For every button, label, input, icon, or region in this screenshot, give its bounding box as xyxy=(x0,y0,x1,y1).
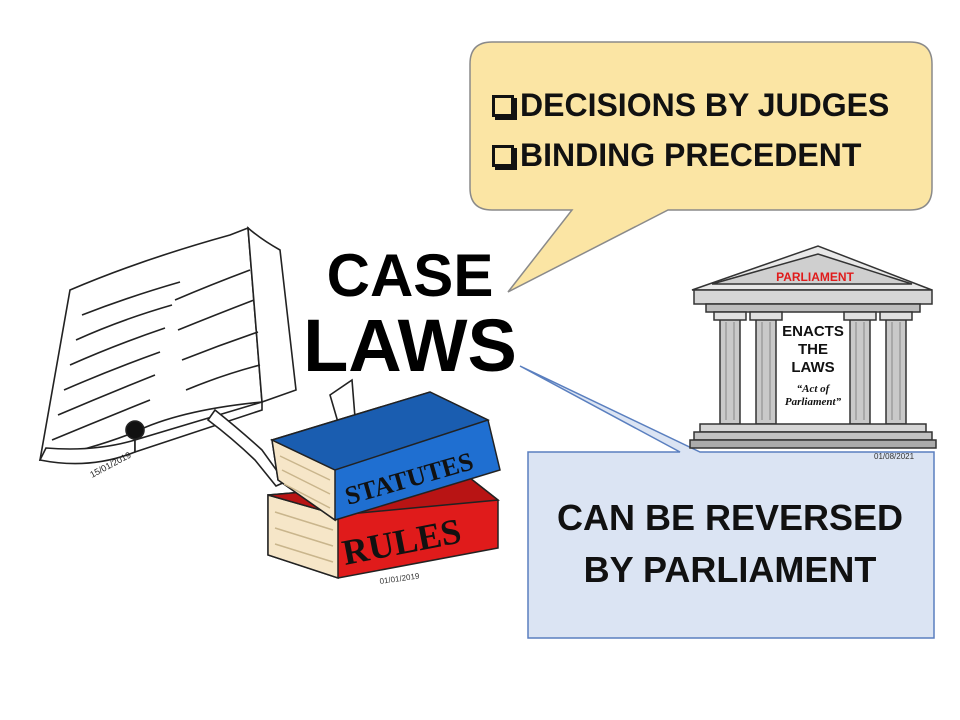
open-book-illustration xyxy=(38,226,357,487)
callout-bottom-text: CAN BE REVERSED BY PARLIAMENT xyxy=(530,492,930,596)
callout-bottom-line-1: CAN BE REVERSED xyxy=(556,497,904,538)
callout-top-item: BINDING PRECEDENT xyxy=(492,130,932,180)
parliament-line-3: LAWS xyxy=(791,359,834,376)
parliament-signature: 01/08/2021 xyxy=(874,452,915,461)
title-line-2: LAWS xyxy=(303,304,517,387)
parliament-roof-label: PARLIAMENT xyxy=(776,270,854,284)
parliament-line-1: ENACTS xyxy=(782,323,844,340)
checkbox-icon xyxy=(492,145,514,167)
callout-top-bubble xyxy=(469,41,933,293)
title-line-1: CASE xyxy=(326,242,494,309)
callout-top-item-label: DECISIONS BY JUDGES xyxy=(520,87,890,123)
parliament-line-2: THE xyxy=(798,341,828,358)
callout-top-list: DECISIONS BY JUDGES BINDING PRECEDENT xyxy=(492,80,932,180)
callout-top-item: DECISIONS BY JUDGES xyxy=(492,80,932,130)
callout-bottom-line-2: BY PARLIAMENT xyxy=(583,549,877,590)
parliament-building-illustration xyxy=(689,245,937,449)
books-signature: 01/01/2019 xyxy=(379,571,420,586)
callout-bottom-bubble xyxy=(519,365,935,639)
parliament-quote-1: “Act of xyxy=(797,383,831,395)
checkbox-icon xyxy=(492,95,514,117)
callout-top-item-label: BINDING PRECEDENT xyxy=(520,137,862,173)
book-stack-illustration xyxy=(267,391,501,580)
parliament-quote-2: Parliament” xyxy=(785,396,842,408)
